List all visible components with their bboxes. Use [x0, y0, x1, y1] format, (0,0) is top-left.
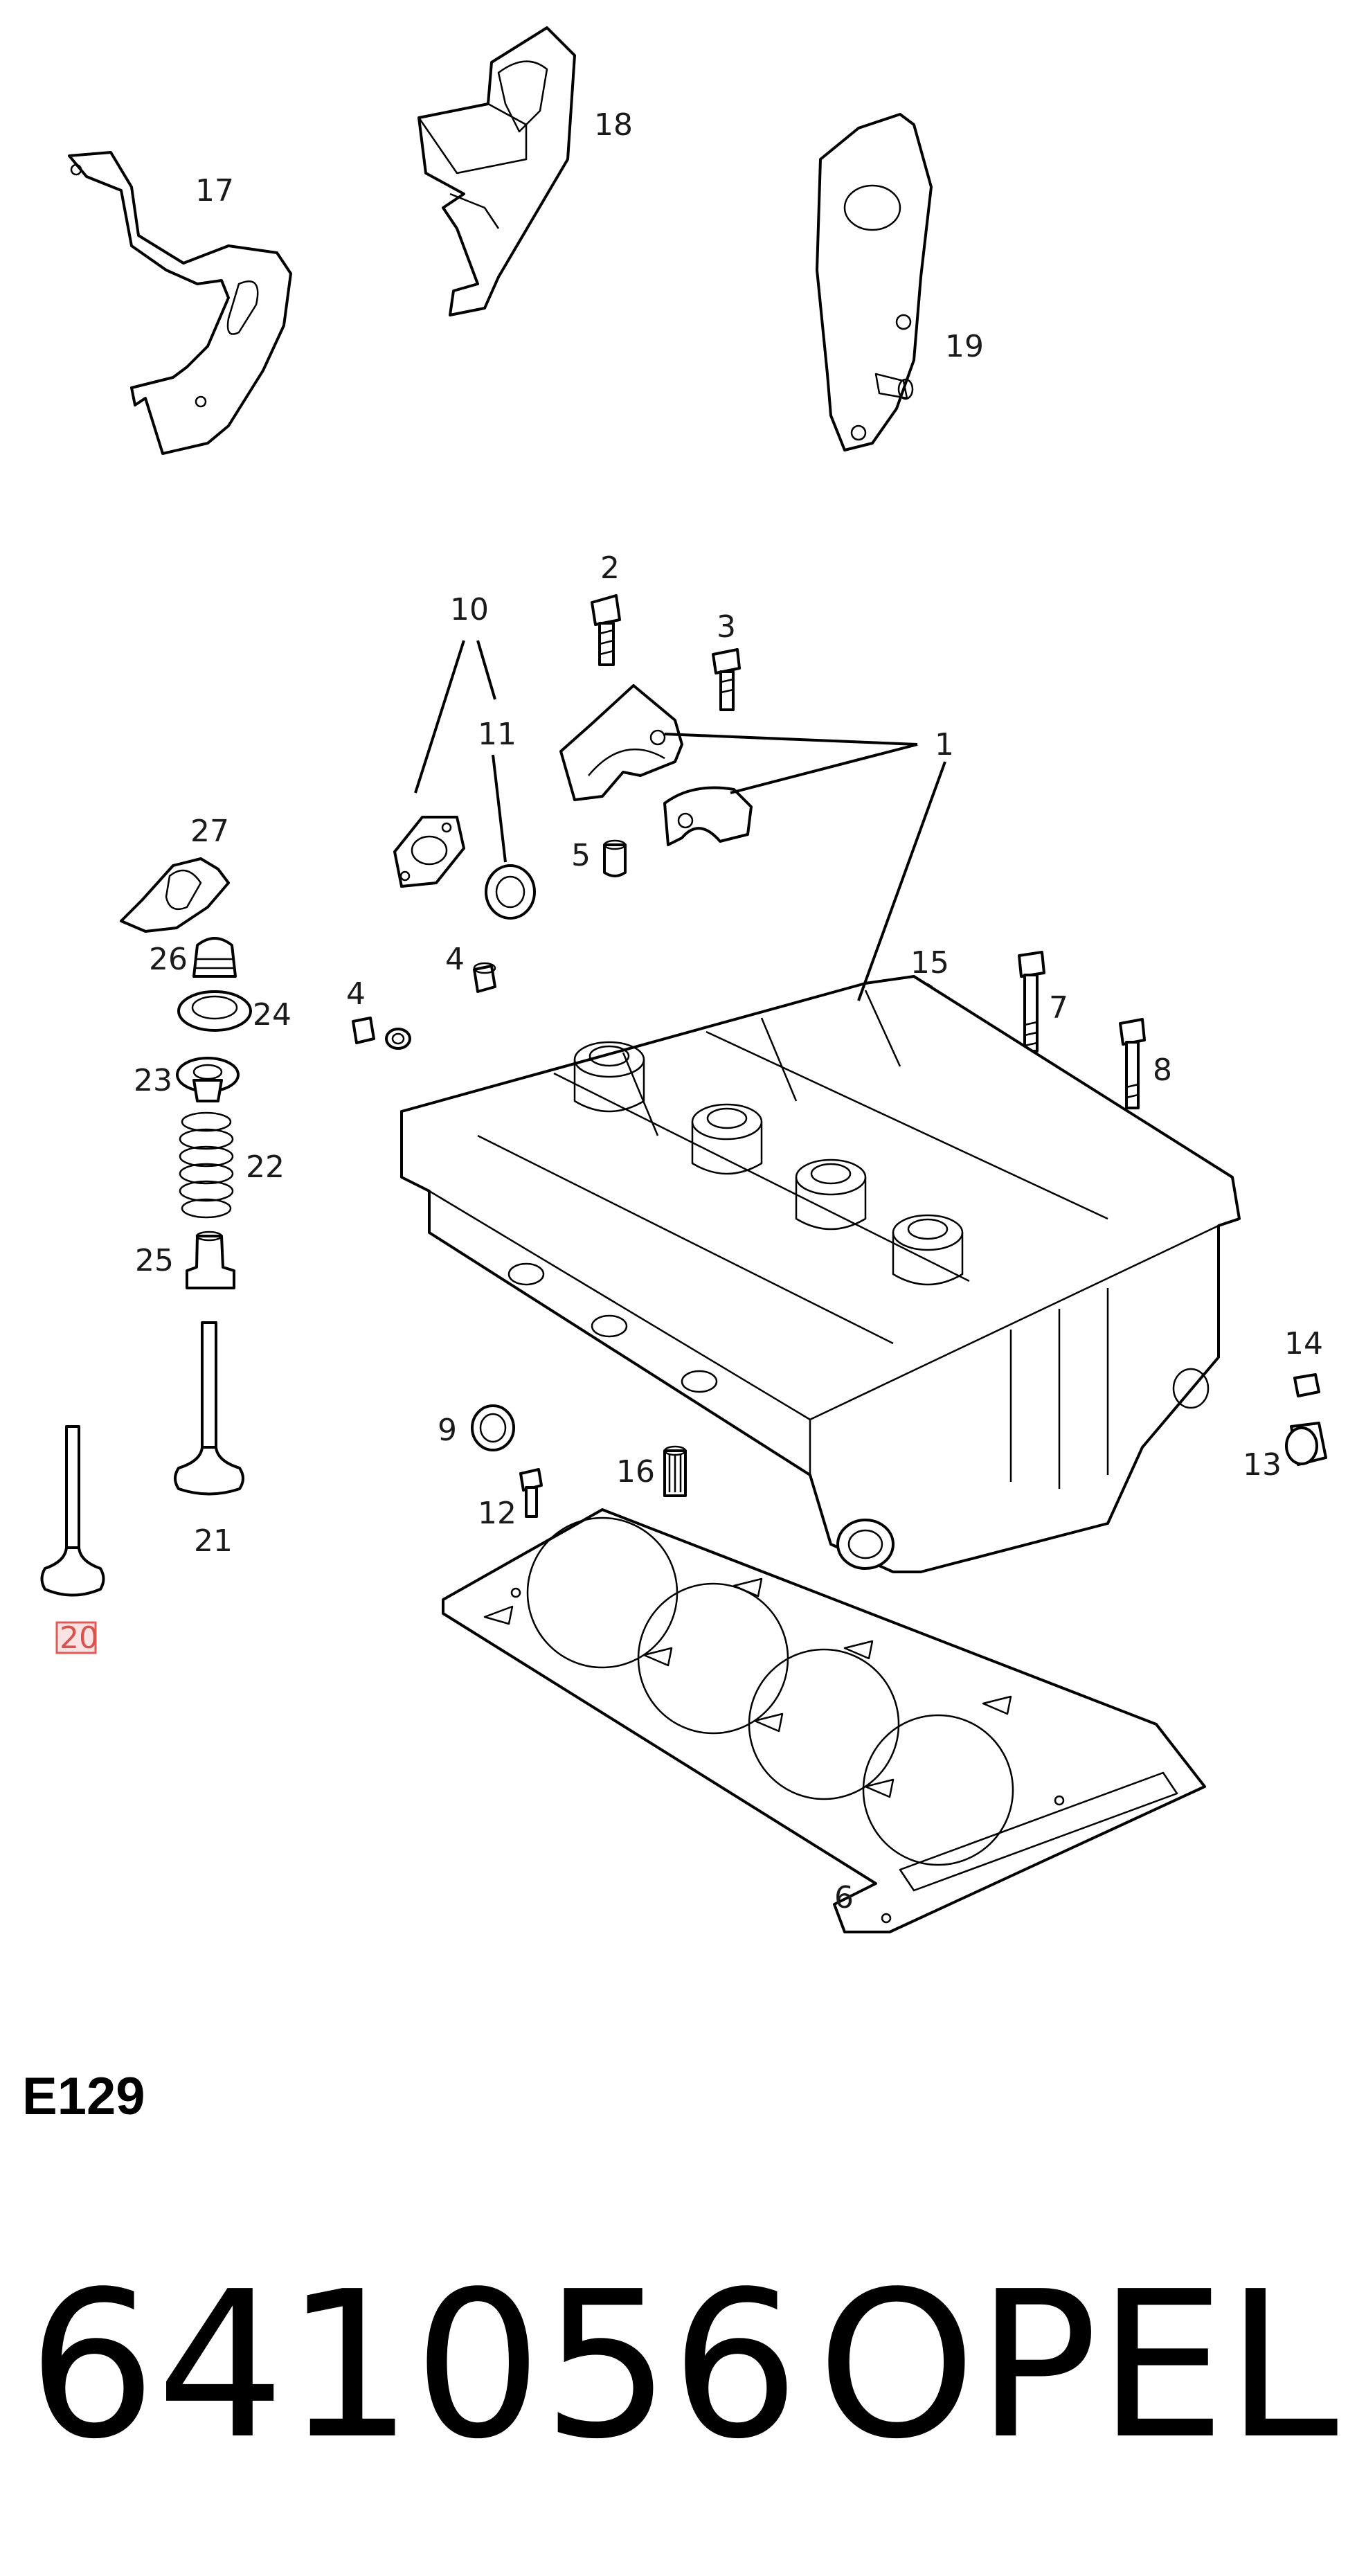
part-10-seal-plate[interactable]	[393, 816, 465, 888]
callout-27: 27	[190, 814, 229, 849]
callout-11: 11	[478, 717, 516, 752]
part-26-valve-stem-seal[interactable]	[192, 937, 237, 978]
part-18-bracket[interactable]	[417, 26, 576, 316]
leader-lines	[414, 640, 946, 1001]
callout-15: 15	[910, 945, 949, 981]
callout-22: 22	[246, 1150, 285, 1185]
part-1-bearing-caps[interactable]	[559, 684, 753, 846]
part-20-valve[interactable]	[40, 1425, 105, 1597]
callout-1: 1	[935, 727, 954, 762]
callout-26: 26	[149, 942, 188, 977]
part-9-plug[interactable]	[471, 1404, 515, 1451]
callout-14: 14	[1284, 1326, 1323, 1361]
callout-labels: 17 18 19 2 3 10 11 1 5 27 26 24 23 22 25…	[55, 107, 1323, 1915]
part-4-plug-upper[interactable]	[473, 962, 496, 993]
part-25-valve-guide[interactable]	[186, 1231, 235, 1289]
callout-25: 25	[135, 1243, 174, 1278]
part-27-bracket[interactable]	[120, 857, 230, 933]
callout-18: 18	[594, 107, 633, 143]
part-13-cap[interactable]	[1285, 1422, 1327, 1466]
callout-6: 6	[834, 1880, 854, 1915]
part-23-retainer[interactable]	[176, 1057, 240, 1102]
callout-10: 10	[450, 592, 489, 627]
brand-name: OPEL	[817, 2248, 1339, 2483]
callout-4-upper: 4	[445, 942, 465, 977]
diagram-code: E129	[22, 2067, 145, 2126]
part-8-bolt[interactable]	[1119, 1018, 1146, 1109]
callout-3: 3	[717, 609, 736, 645]
cylinder-head[interactable]	[400, 975, 1241, 1573]
part-24-spring-seat[interactable]	[177, 990, 252, 1032]
callout-20: 20	[60, 1620, 98, 1656]
callout-5: 5	[571, 838, 591, 873]
part-2-bolt[interactable]	[591, 594, 621, 666]
footer: 641056 OPEL	[28, 2264, 1343, 2472]
part-19-plate[interactable]	[816, 113, 933, 451]
callout-20-highlight-box	[55, 1621, 97, 1654]
part-4-plug-lower[interactable]	[352, 1017, 411, 1050]
part-7-bolt[interactable]	[1018, 951, 1045, 1053]
part-3-bolt[interactable]	[712, 648, 741, 711]
part-number: 641056	[28, 2248, 800, 2483]
part-21-valve[interactable]	[174, 1321, 244, 1496]
callout-2: 2	[600, 551, 620, 586]
part-11-washer[interactable]	[485, 864, 536, 920]
callout-24: 24	[253, 997, 291, 1032]
callout-16: 16	[616, 1454, 655, 1490]
part-22-valve-spring[interactable]	[179, 1111, 234, 1219]
part-17-bracket[interactable]	[68, 151, 292, 455]
callout-12: 12	[478, 1496, 516, 1531]
callout-13: 13	[1243, 1447, 1282, 1483]
callout-7: 7	[1049, 990, 1068, 1026]
callout-21: 21	[194, 1523, 233, 1559]
callout-9: 9	[438, 1413, 457, 1448]
callout-23: 23	[134, 1063, 172, 1098]
part-16-filter[interactable]	[663, 1445, 687, 1497]
callout-4-lower: 4	[346, 976, 366, 1012]
part-6-head-gasket[interactable]	[442, 1508, 1206, 1933]
callout-8: 8	[1153, 1053, 1172, 1088]
part-5-dowel[interactable]	[603, 839, 627, 877]
part-12-bolt[interactable]	[519, 1468, 543, 1518]
callout-17: 17	[195, 173, 234, 208]
part-14-plug[interactable]	[1293, 1373, 1320, 1397]
callout-19: 19	[945, 329, 984, 364]
